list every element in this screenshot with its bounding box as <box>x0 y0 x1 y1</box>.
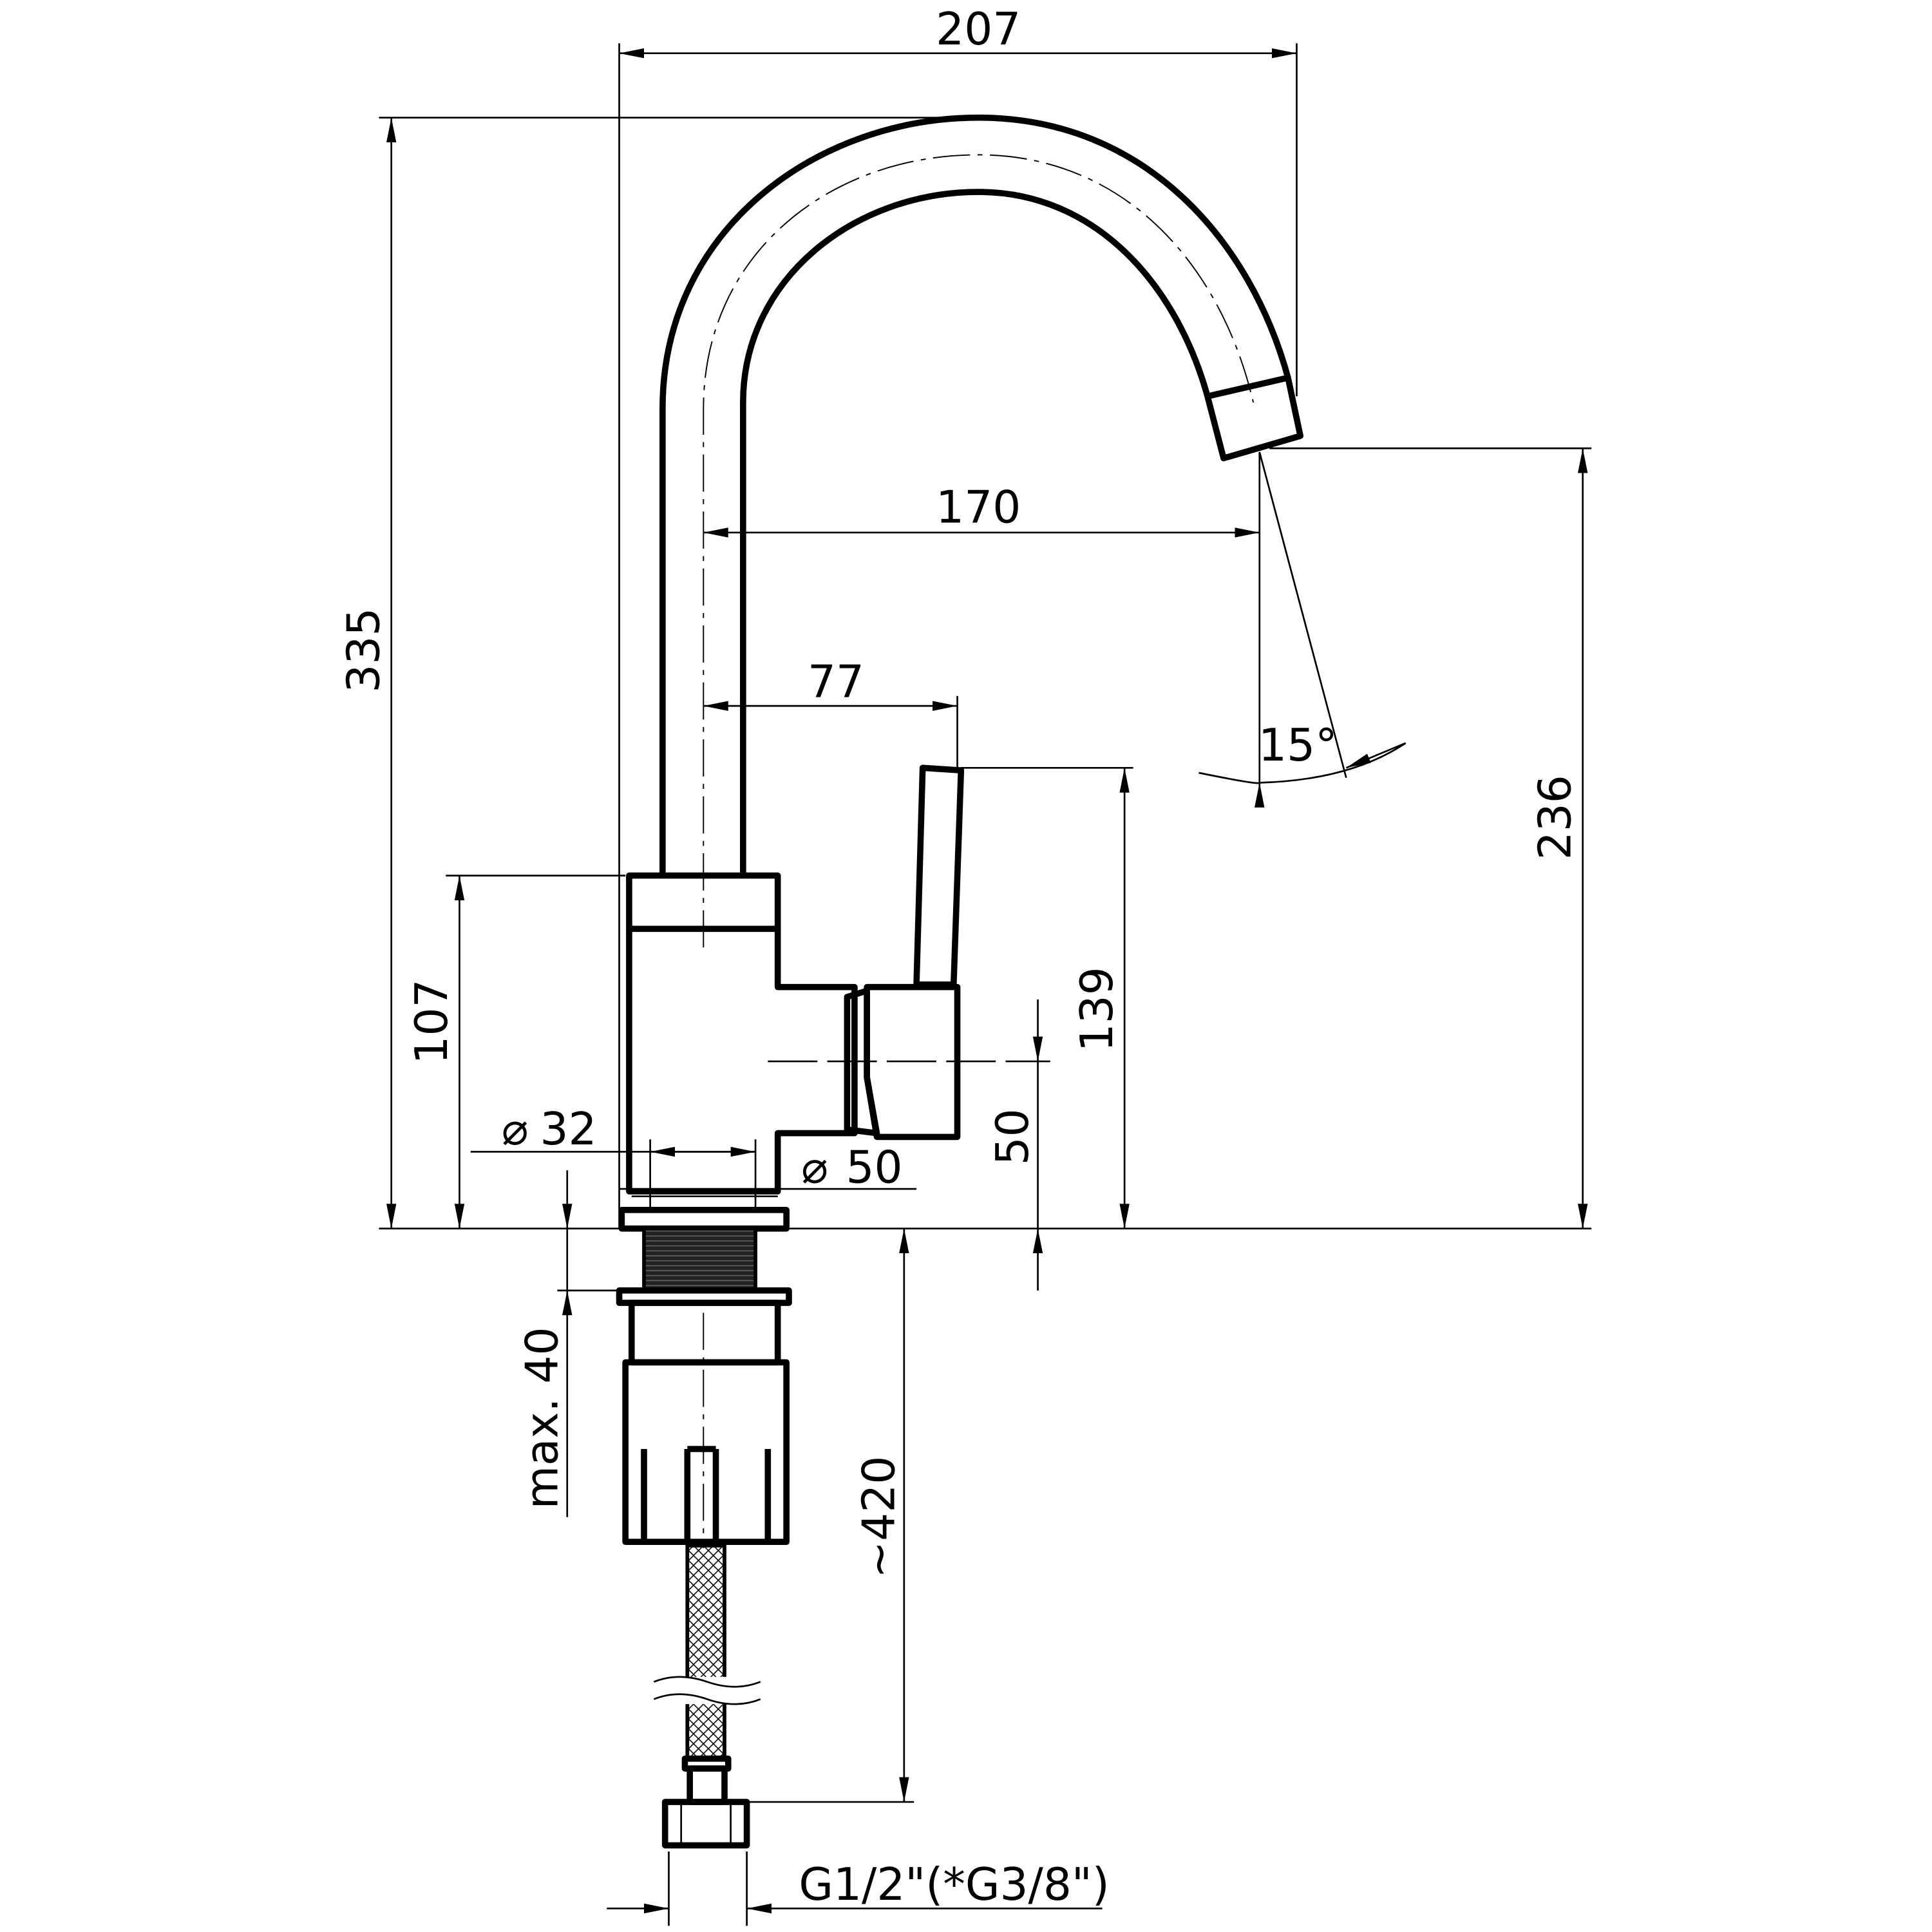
hose-break-marks <box>653 1676 761 1705</box>
angle-arrow-right <box>1345 742 1406 769</box>
base-plate <box>618 1207 790 1232</box>
handle-collar <box>844 987 880 1137</box>
diameter-symbol: ⌀ <box>502 1104 529 1155</box>
dim-spout-reach: 170 <box>936 482 1021 534</box>
dim-hose-length: ~420 <box>853 1456 905 1578</box>
dim-diameter-32: 32 <box>540 1104 596 1155</box>
dim-spout-angle: 15° <box>1258 720 1338 772</box>
spout-angle-line <box>1258 451 1347 779</box>
dim-total-height: 335 <box>338 608 390 693</box>
dim-handle-axis: 50 <box>987 1108 1039 1165</box>
dim-connection-thread: G1/2"(*G3/8") <box>799 1859 1109 1911</box>
dim-spout-height: 236 <box>1530 775 1581 860</box>
nut-facets <box>680 1802 732 1846</box>
hose-fitting <box>687 1765 728 1805</box>
threaded-rod <box>642 1226 757 1293</box>
spout-inner <box>740 189 1211 876</box>
dim-handle-offset: 77 <box>808 657 864 708</box>
angle-arc <box>1259 742 1406 784</box>
diameter-symbol: ⌀ <box>801 1142 828 1194</box>
flex-hose <box>685 1544 726 1761</box>
connection-nut <box>661 1799 750 1849</box>
spout-centerline <box>703 154 1255 948</box>
fixing-bracket <box>622 1359 790 1546</box>
handle-lever <box>913 764 965 988</box>
fixing-nut <box>628 1300 781 1366</box>
dim-body-height: 107 <box>406 979 458 1064</box>
aerator <box>1204 374 1304 462</box>
dim-total-width: 207 <box>936 4 1021 55</box>
angle-arrow-left <box>1198 772 1264 808</box>
dim-max-thickness: max. 40 <box>516 1327 568 1509</box>
bracket-ribs <box>641 1446 772 1542</box>
dim-diameter-50: 50 <box>846 1142 902 1194</box>
dimensions: 207 335 170 15° 77 236 139 107 <box>338 4 1592 1926</box>
dim-handle-height: 139 <box>1072 967 1123 1052</box>
faucet-outline <box>616 114 1304 1849</box>
